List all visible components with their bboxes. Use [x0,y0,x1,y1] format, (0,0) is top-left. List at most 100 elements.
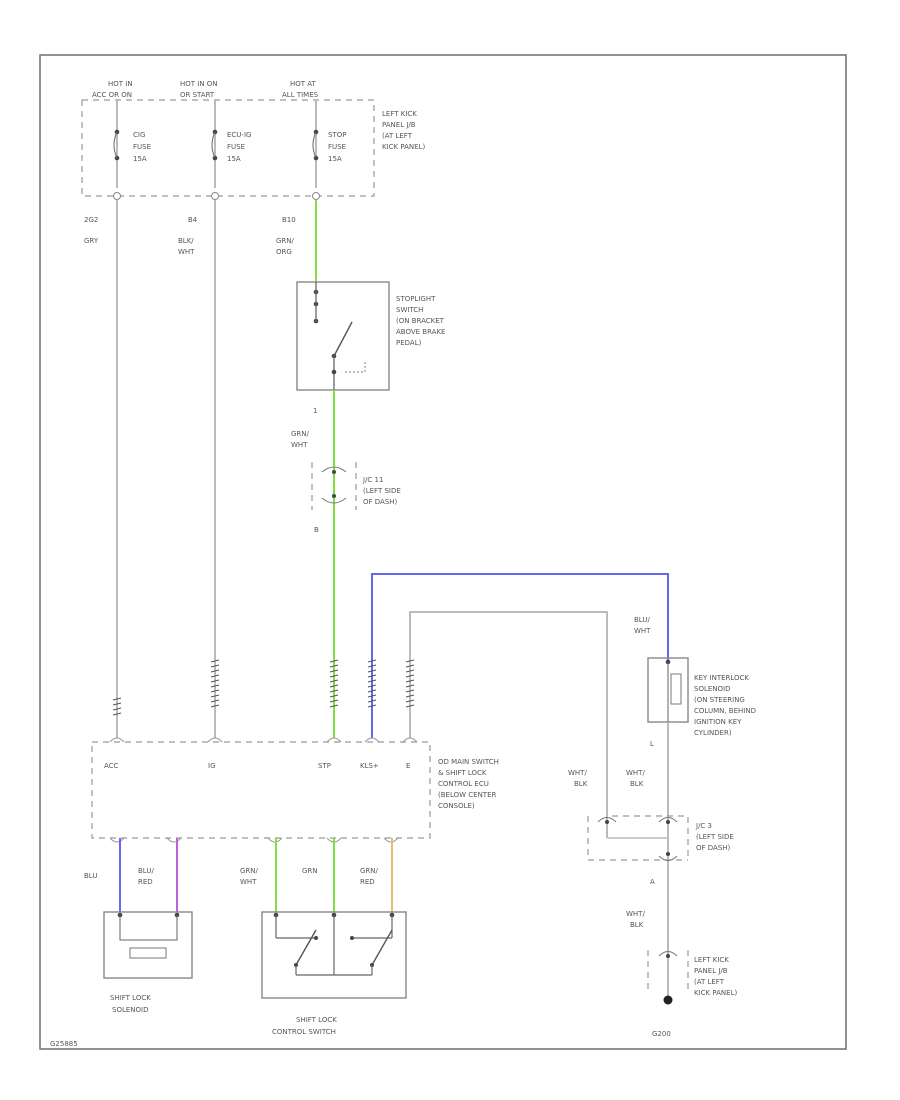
fuse-cig: CIG FUSE 15A [113,100,151,188]
shift-lock-solenoid: SHIFT LOCK SOLENOID [103,911,193,1014]
jc11-label-3: OF DASH) [363,498,398,506]
shift-lock-ecu: ACC IG STP KLS+ E OD MAIN SWITCH & SHIFT… [91,737,499,843]
key-interlock-solenoid: KEY INTERLOCK SOLENOID (ON STEERING COLU… [647,657,756,737]
e-wire-color-wht: WHT/ [568,769,587,777]
wire-color-blk: BLK/ [178,237,194,245]
junction-jc3: J/C 3 (LEFT SIDE OF DASH) [587,815,734,861]
shift-lock-control-switch: SHIFT LOCK CONTROL SWITCH [261,911,407,1036]
ecu-pin-stp: STP [318,762,331,770]
connector-hatch-kls [367,659,377,708]
hot-label-2b: OR START [180,91,215,99]
wire-color-org: ORG [276,248,292,256]
ki-pin-l: L [650,740,654,748]
fuse-ecu-ig-name: ECU-IG [227,131,251,139]
solenoid-wire-color-red: RED [138,878,153,886]
stoplight-label-3: (ON BRACKET [396,317,445,325]
switch-wire-color-grn-b: GRN/ [360,867,379,875]
terminal-b10: B10 [282,216,296,224]
switch-wire-color-red: RED [360,878,375,886]
fuse-cig-rating: 15A [133,155,147,163]
e-wire-color-blk: BLK [574,780,588,788]
fuse-ecu-ig: ECU-IG FUSE 15A [211,100,251,188]
ground-block-label-1: LEFT KICK [694,956,729,964]
jc3-pin-a: A [650,878,655,886]
jc3-wire-color-wht: WHT/ [626,910,645,918]
ki-label-4: COLUMN, BEHIND [694,707,756,715]
ecu-pin-kls: KLS+ [360,762,379,770]
ki-out-wire-color-wht: WHT/ [626,769,645,777]
ki-label-5: IGNITION KEY [694,718,742,726]
stoplight-wire-color-2: WHT [291,441,308,449]
terminal-2g2: 2G2 [84,216,98,224]
terminal-b4: B4 [188,216,198,224]
jc11-label-2: (LEFT SIDE [363,487,401,495]
switch-label-1: SHIFT LOCK [296,1016,337,1024]
switch-label-2: CONTROL SWITCH [272,1028,336,1036]
wire-color-wht: WHT [178,248,195,256]
jc11-pin-b: B [314,526,319,534]
connector-hatch-ig [210,659,220,708]
stoplight-switch: STOPLIGHT SWITCH (ON BRACKET ABOVE BRAKE… [296,281,445,391]
connector-hatch-acc [112,697,122,716]
switch-wire-color-wht: WHT [240,878,257,886]
solenoid-wire-color-blu-a: BLU/ [138,867,154,875]
fuse-cig-type: FUSE [133,143,151,151]
solenoid-label-2: SOLENOID [112,1006,148,1014]
jc3-label-1: J/C 3 [695,822,712,830]
ecu-pin-acc: ACC [104,762,119,770]
stoplight-label-5: PEDAL) [396,339,422,347]
diagram-frame [39,54,847,1050]
fuse-block-loc-2: PANEL J/B [382,121,416,129]
ki-label-2: SOLENOID [694,685,730,693]
ki-wire-color-blu: BLU/ [634,616,650,624]
ecu-pin-ig: IG [208,762,216,770]
fuse-block: HOT IN ACC OR ON HOT IN ON OR START HOT … [81,80,425,200]
fuse-block-loc-4: KICK PANEL) [382,143,425,151]
fuse-cig-name: CIG [133,131,145,139]
ki-label-6: CYLINDER) [694,729,732,737]
hot-label-3a: HOT AT [290,80,317,88]
ground-icon [663,995,673,1005]
ki-out-wire-color-blk: BLK [630,780,644,788]
switch-wire-color-grn: GRN [302,867,318,875]
fuse-ecu-ig-type: FUSE [227,143,245,151]
ki-label-1: KEY INTERLOCK [694,674,749,682]
stoplight-label-2: SWITCH [396,306,423,314]
junction-jc11: J/C 11 (LEFT SIDE OF DASH) B [311,462,401,534]
hot-label-1b: ACC OR ON [92,91,132,99]
fuse-stop-rating: 15A [328,155,342,163]
hot-label-1a: HOT IN [108,80,133,88]
ecu-label-2: & SHIFT LOCK [438,769,487,777]
jc3-label-2: (LEFT SIDE [696,833,734,841]
ecu-label-4: (BELOW CENTER [438,791,497,799]
fuse-block-loc-3: (AT LEFT [382,132,413,140]
wire-color-grn: GRN/ [276,237,295,245]
ecu-pin-e: E [406,762,410,770]
ecu-label-1: OD MAIN SWITCH [438,758,499,766]
hot-label-2a: HOT IN ON [180,80,218,88]
stoplight-label-4: ABOVE BRAKE [396,328,445,336]
ground-block-label-3: (AT LEFT [694,978,725,986]
fuse-stop: STOP FUSE 15A [312,100,346,188]
ecu-label-3: CONTROL ECU [438,780,489,788]
ground-g200-label: G200 [652,1030,671,1038]
jc3-wire-color-blk: BLK [630,921,644,929]
stoplight-pin-1: 1 [313,407,317,415]
solenoid-label-1: SHIFT LOCK [110,994,151,1002]
jc11-label-1: J/C 11 [362,476,383,484]
hot-label-3b: ALL TIMES [282,91,319,99]
wire-e-wht-blk [409,611,608,838]
fuse-stop-name: STOP [328,131,346,139]
fuse-ecu-ig-rating: 15A [227,155,241,163]
solenoid-wire-color-blu: BLU [84,872,97,880]
ground-block-label-4: KICK PANEL) [694,989,737,997]
ground-junction-block: LEFT KICK PANEL J/B (AT LEFT KICK PANEL)… [647,950,737,1038]
wire-color-gry: GRY [84,237,99,245]
ground-block-label-2: PANEL J/B [694,967,728,975]
connector-hatch-e [405,659,415,708]
connector-hatch-group [112,659,415,716]
ki-wire-color-wht: WHT [634,627,651,635]
stoplight-label-1: STOPLIGHT [396,295,436,303]
connector-hatch-stp [329,659,339,708]
